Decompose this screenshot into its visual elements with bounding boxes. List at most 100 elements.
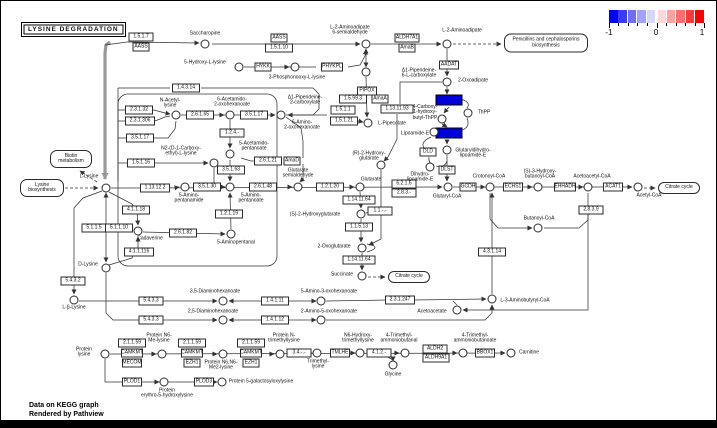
pathway-title: LYSINE DEGRADATION <box>28 26 119 33</box>
compound-circle-l-2-aminoadipate <box>442 39 452 49</box>
gene-box-5-4-3-3: 5.4.3.3 <box>138 315 164 325</box>
compound-circle-5-aminopentanal <box>226 229 236 239</box>
legend-tick <box>637 23 639 26</box>
gene-box-2-3-1-247: 2.3.1.247 <box>385 295 415 305</box>
relation-edge <box>126 40 200 46</box>
gene-box-1-4-1-12: 1.4.1.12 <box>261 315 289 325</box>
compound-circle-4-carboxy <box>437 114 447 124</box>
gene-box-echs1: ECHS1 <box>503 182 523 192</box>
gene-box-5-1-1-5: 5.1.1.5 <box>81 223 107 233</box>
legend-tick <box>694 23 696 26</box>
compound-circle-protein-n6-n6 <box>218 349 228 359</box>
compound-circle-protein-5-galactosyloxylysine <box>217 377 227 387</box>
gene-box-6-2-1-6: 6.2.1.6 <box>391 179 417 189</box>
gene-box-3-5-1-17: 3.5.1.17 <box>240 110 268 120</box>
compound-circle-carnitine <box>506 348 516 358</box>
legend-tick <box>618 23 620 26</box>
footer-line-1: Data on KEGG graph <box>29 402 99 409</box>
relation-edge <box>399 81 442 104</box>
gene-box-down-regulated <box>435 94 463 106</box>
gene-box-ehhadh: EHHADH <box>554 182 576 192</box>
gene-box-4-1-1-18: 4.1.1.18 <box>122 205 150 215</box>
compound-circle-l-lysine <box>101 183 111 193</box>
relation-edge <box>441 122 448 128</box>
gene-box-mecom: MECOM <box>122 358 142 368</box>
legend-tick <box>703 23 705 28</box>
relation-edge <box>452 300 458 306</box>
gene-box-3-4: 3.4.-.- <box>286 348 312 358</box>
legend-mid-label: 0 <box>653 27 659 37</box>
gene-box-1-14-11-64: 1.14.11.64 <box>342 255 376 265</box>
gene-box-1-4-1-11: 1.4.1.11 <box>261 296 289 306</box>
compound-circle-d-lysine <box>101 263 111 273</box>
compound-circle-crotonoyl-coa <box>485 182 495 192</box>
gene-box-2-3-1-306: 2.3.1.306 <box>125 116 155 126</box>
compound-circle-5-hydroxy-l-lysine <box>234 62 244 72</box>
gene-box-camkmt: CAMKMT <box>121 348 143 358</box>
relation-edge <box>412 296 487 302</box>
legend-cell <box>646 10 656 23</box>
compound-circle-r-2-hydroxy <box>376 160 386 170</box>
gene-box-ezh1: EZH1 <box>183 358 201 368</box>
compound-circle-5-acetamido <box>225 149 235 159</box>
gene-box-1-5-1-1: 1.5.1.1 <box>330 105 356 115</box>
gene-box-5-1-1-10: 5.1.1.10 <box>105 223 133 233</box>
compound-circle-glutarate <box>355 182 365 192</box>
gene-box-2-8-3: 2.8.3.- <box>391 188 417 198</box>
gene-box-aldh7a1: ALDH7A1 <box>394 33 420 43</box>
relation-edge <box>489 193 533 231</box>
gene-box-1-5-1-21: 1.5.1.21 <box>330 116 358 126</box>
compound-circle-saccharopine <box>200 39 210 49</box>
legend-cell <box>637 10 646 23</box>
gene-box-1-14-11-64: 1.14.11.64 <box>342 195 376 205</box>
legend-tick <box>609 23 610 28</box>
cofactor-cycle-arc <box>422 136 432 149</box>
legend-cell <box>609 10 618 23</box>
compound-circle-l-3-aminobutyryl-coa <box>487 294 497 304</box>
gene-box-2-1-1-59: 2.1.1.59 <box>178 338 206 348</box>
gene-box-5-4-3-2: 5.4.3.2 <box>60 276 86 286</box>
pathway-ref-citrate-cycle: Citrate cycle <box>388 271 430 283</box>
gene-box-aldh2: ALDH2 <box>422 344 448 354</box>
legend-cell <box>618 10 627 23</box>
gene-box-dld: DLD <box>419 147 437 157</box>
gene-box-aass: AASS <box>132 42 150 52</box>
compound-circle-n2-d-1-carboxy <box>209 158 219 168</box>
relation-edge <box>357 118 364 124</box>
gene-box-1-13-11-93: 1.13.11.93 <box>380 104 414 114</box>
compound-circle-l-pipecolate <box>363 118 373 128</box>
compound-circle-s-3-hydroxy <box>533 182 543 192</box>
gene-box-2-6-1-48: 2.6.1.48 <box>249 182 277 192</box>
compound-circle-n-acetyl <box>171 110 181 120</box>
compound-circle-cadaverine <box>133 226 143 236</box>
legend-tick <box>627 23 629 26</box>
compound-circle-glycine <box>388 360 398 370</box>
compound-circle-3-phosphonooxy-l-lysine <box>290 62 300 72</box>
gene-box-aadat: AADAT <box>439 60 459 70</box>
gene-box-dlst: DLST <box>438 165 456 175</box>
compound-circle-lipoamide-e <box>429 127 439 137</box>
pathway-ref-penicillins-and-cephalosporins: Penicillins and cephalosporins biosynthe… <box>504 33 588 53</box>
legend-max-label: 1 <box>699 27 705 37</box>
gene-box-amaa: AmaA <box>371 94 389 104</box>
relation-edge <box>71 190 103 295</box>
compound-circle-l-2-aminoadipate <box>361 39 371 49</box>
gene-box-2-8-3-9: 2.8.3.9 <box>578 205 604 215</box>
compound-circle-s-2-hydroxyglutarate <box>356 209 366 219</box>
relation-edge <box>368 170 382 246</box>
compound-circle-5-amino <box>225 182 235 192</box>
legend-cell <box>676 10 685 23</box>
compound-circle-l-lysine <box>69 295 79 305</box>
compound-circle-glutaryldihydro <box>442 145 452 155</box>
gene-box-2-6-1-65: 2.6.1.65 <box>186 110 214 120</box>
compound-circle-butanoyl-coa <box>533 223 543 233</box>
compound-circle-2-5-diaminohexanoate <box>218 315 228 325</box>
gene-box-1-2-1-19: 1.2.1.19 <box>215 209 243 219</box>
relation-edge <box>325 299 388 302</box>
cofactor-cycle-arc <box>366 243 376 253</box>
pathway-ref-biotin: Biotin metabolism <box>50 150 92 168</box>
relation-edge <box>347 49 368 68</box>
relation-edge-dashed <box>79 170 98 183</box>
gene-box-gcdh: GCDH <box>459 182 477 192</box>
